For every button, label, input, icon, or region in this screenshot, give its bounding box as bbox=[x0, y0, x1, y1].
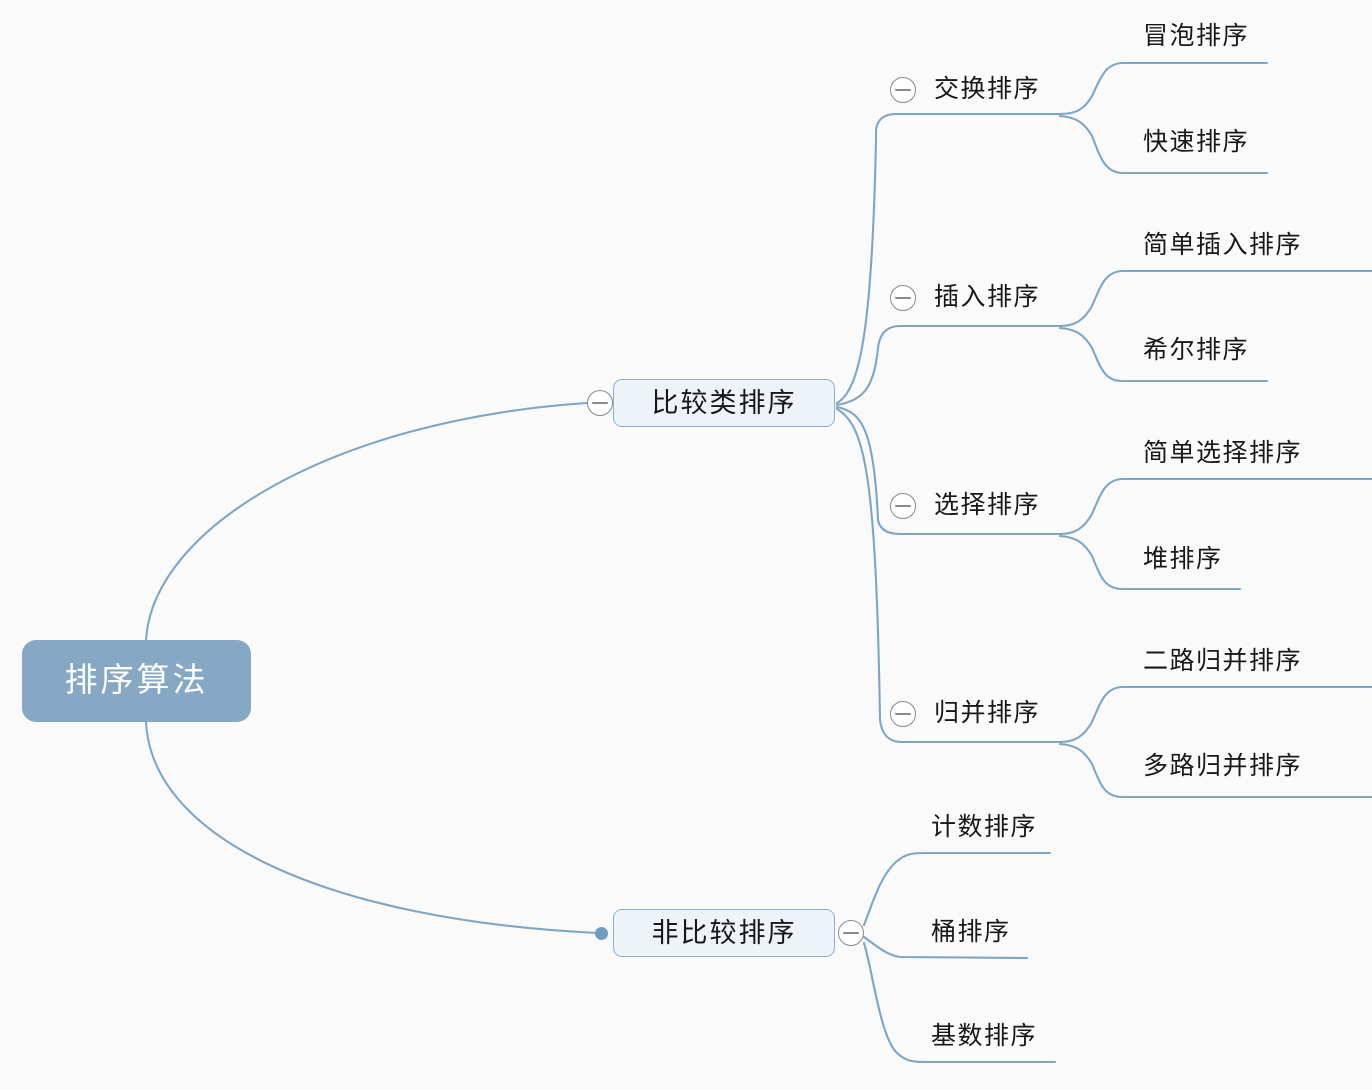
collapse-toggle-exchange[interactable] bbox=[890, 77, 916, 103]
leaf-node-simple-insertion-sort[interactable]: 简单插入排序 bbox=[1143, 232, 1303, 259]
leaf-node-heap-sort[interactable]: 堆排序 bbox=[1143, 546, 1223, 573]
branch-node-noncomparison[interactable]: 非比较排序 bbox=[613, 909, 835, 957]
subbranch-node-insertion[interactable]: 插入排序 bbox=[934, 284, 1041, 311]
subbranch-node-exchange[interactable]: 交换排序 bbox=[934, 76, 1041, 103]
branch-node-comparison[interactable]: 比较类排序 bbox=[613, 379, 835, 427]
leaf-node-counting-sort[interactable]: 计数排序 bbox=[931, 814, 1038, 841]
collapse-toggle-merge[interactable] bbox=[890, 701, 916, 727]
root-node[interactable]: 排序算法 bbox=[22, 640, 251, 722]
leaf-node-bucket-sort[interactable]: 桶排序 bbox=[931, 919, 1011, 946]
leaf-node-radix-sort[interactable]: 基数排序 bbox=[931, 1023, 1038, 1050]
branch-node-noncomparison-label: 非比较排序 bbox=[651, 917, 797, 948]
branch-node-comparison-label: 比较类排序 bbox=[651, 387, 797, 418]
leaf-node-shell-sort[interactable]: 希尔排序 bbox=[1143, 337, 1250, 364]
leaf-node-simple-selection-sort[interactable]: 简单选择排序 bbox=[1143, 440, 1303, 467]
collapse-toggle-comparison[interactable] bbox=[587, 390, 613, 416]
subbranch-node-selection[interactable]: 选择排序 bbox=[934, 492, 1041, 519]
collapse-toggle-noncomparison[interactable] bbox=[838, 920, 864, 946]
root-node-label: 排序算法 bbox=[64, 662, 209, 699]
connector-dot-noncomparison bbox=[595, 927, 608, 940]
collapse-toggle-insertion[interactable] bbox=[890, 285, 916, 311]
leaf-node-multi-way-merge-sort[interactable]: 多路归并排序 bbox=[1143, 753, 1303, 780]
subbranch-node-merge[interactable]: 归并排序 bbox=[934, 700, 1041, 727]
leaf-node-quick-sort[interactable]: 快速排序 bbox=[1143, 129, 1250, 156]
leaf-node-bubble-sort[interactable]: 冒泡排序 bbox=[1143, 23, 1250, 50]
leaf-node-two-way-merge-sort[interactable]: 二路归并排序 bbox=[1143, 648, 1303, 675]
collapse-toggle-selection[interactable] bbox=[890, 493, 916, 519]
